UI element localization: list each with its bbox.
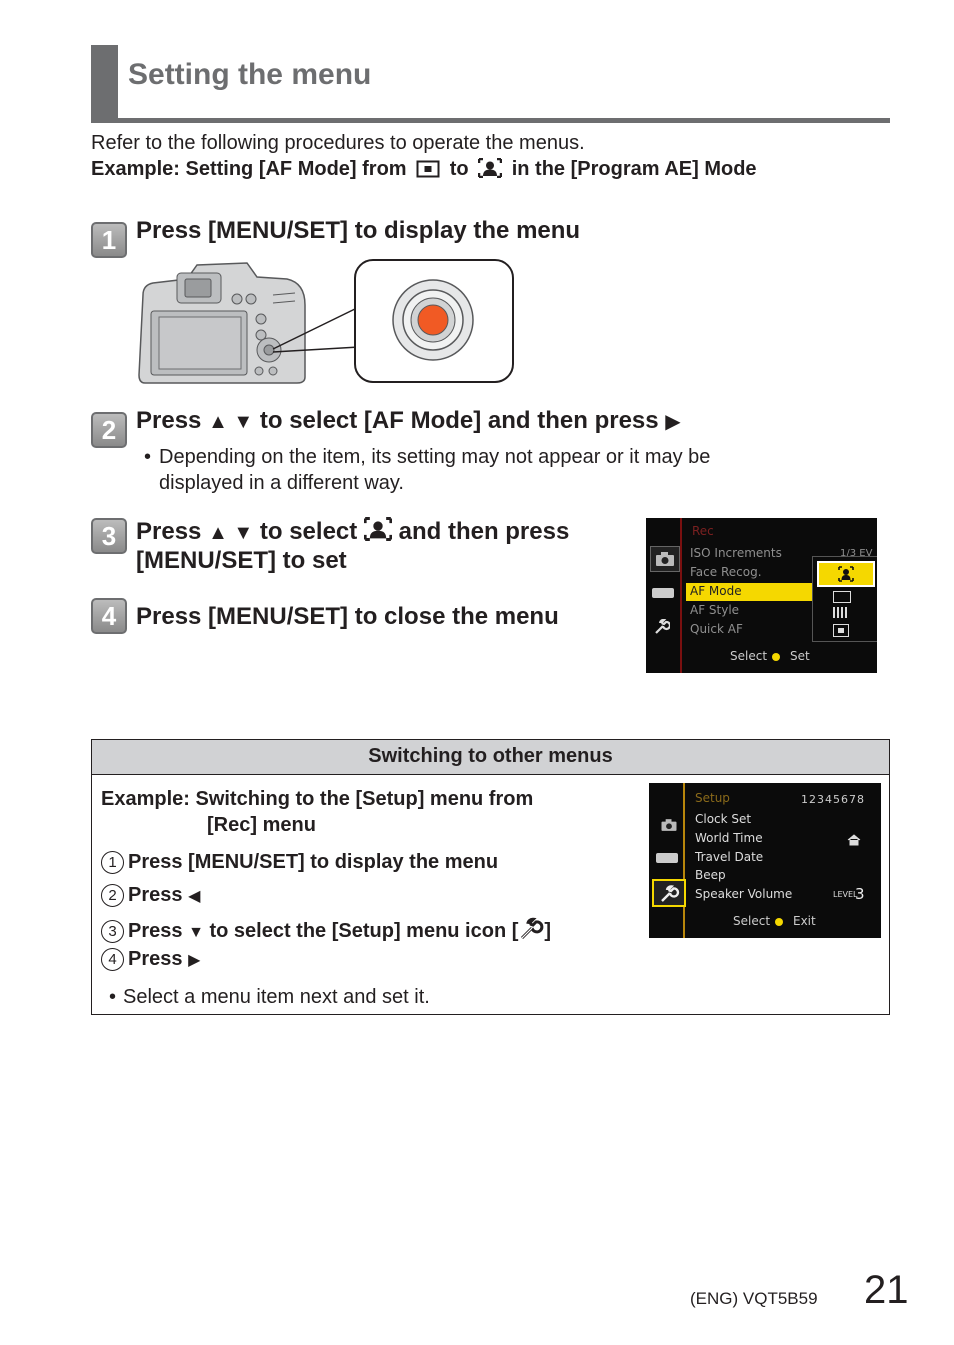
switch-example-line-2: [Rec] menu [207, 814, 316, 836]
switch-step-2-text: Press [128, 884, 183, 906]
rec-menu-screenshot: Rec ISO Increments Face Recog. AF Mode A… [646, 518, 877, 673]
bullet-dot: • [109, 986, 117, 1008]
step-4-badge: 4 [91, 598, 127, 634]
rec-footer-select: Select [730, 649, 768, 663]
wrench-tab-icon [654, 618, 672, 640]
rec-item: AF Style [690, 603, 740, 617]
switching-menus-box [91, 739, 890, 1015]
setup-item: Speaker Volume [695, 887, 793, 901]
step-3-text-b: to select [259, 518, 358, 545]
home-icon [847, 833, 861, 851]
switch-example-line-1: Example: Switching to the [Setup] menu f… [101, 788, 534, 810]
left-arrow-icon: ◀ [188, 888, 201, 905]
up-down-arrow-icon: ▲ ▼ [208, 522, 254, 544]
switch-step-4-text: Press [128, 948, 183, 970]
video-tab-icon [652, 588, 674, 598]
single-area-option-icon [833, 624, 849, 637]
menu-divider [683, 783, 685, 938]
step-3-badge: 3 [91, 518, 127, 554]
page-title: Setting the menu [128, 58, 372, 91]
bullet-dot: • [144, 446, 152, 468]
tracking-option-icon [833, 591, 851, 603]
face-detection-icon [477, 157, 503, 184]
dial-icon [775, 918, 783, 926]
rec-item: Quick AF [690, 622, 743, 636]
step-2-text-a: Press [136, 407, 202, 434]
setup-menu-screenshot: Setup 12345678 Clock Set World Time Trav… [649, 783, 881, 938]
rec-header: Rec [692, 524, 714, 538]
switch-step-1-text: Press [MENU/SET] to display the menu [128, 851, 499, 873]
rec-tab-camera-icon [657, 815, 681, 840]
step-2-note-line-1: Depending on the item, its setting may n… [159, 446, 711, 468]
step-4-heading: Press [MENU/SET] to close the menu [136, 603, 559, 630]
setup-item: Travel Date [695, 850, 764, 864]
step-2-note: Depending on the item, its setting may n… [159, 444, 710, 496]
step-3-heading: Press ▲ ▼ to select and then press [136, 517, 569, 548]
rec-selected-highlight [686, 583, 812, 601]
step-1-heading: Press [MENU/SET] to display the menu [136, 217, 581, 244]
down-arrow-icon: ▼ [188, 924, 204, 941]
step-1-badge: 1 [91, 222, 127, 258]
step-number-circle: 4 [101, 948, 124, 971]
dial-icon [772, 653, 780, 661]
step-number-circle: 2 [101, 884, 124, 907]
document-code: (ENG) VQT5B59 [690, 1289, 818, 1308]
rec-item: Face Recog. [690, 565, 762, 579]
step-2-note-line-2: displayed in a different way. [159, 472, 404, 494]
example-prefix: Example: Setting [AF Mode] from [91, 158, 407, 180]
switch-note: Select a menu item next and set it. [123, 986, 430, 1008]
setup-footer-exit: Exit [793, 914, 816, 928]
rec-footer-set: Set [790, 649, 810, 663]
setup-footer-select: Select [733, 914, 771, 928]
rec-item: ISO Increments [690, 546, 782, 560]
step-3-text-a: Press [136, 518, 202, 545]
rec-right-value: 1/3 EV [840, 548, 873, 559]
step-3-text-c: and then press [398, 518, 570, 545]
face-detection-option [817, 561, 875, 587]
right-arrow-icon: ▶ [665, 411, 681, 433]
setup-tab-selected [652, 879, 686, 907]
switch-step-3-text: Press [128, 920, 183, 942]
example-line: Example: Setting [AF Mode] from to in th… [91, 157, 757, 184]
title-accent-bar [91, 45, 118, 121]
up-down-arrow-icon: ▲ ▼ [208, 411, 254, 433]
right-arrow-icon: ▶ [188, 952, 201, 969]
step-2-text-b: to select [AF Mode] and then press [259, 407, 659, 434]
switch-step-3-text-c: ] [544, 920, 552, 942]
step-number-circle: 1 [101, 851, 124, 874]
example-mid: to [449, 158, 469, 180]
step-2-heading: Press ▲ ▼ to select [AF Mode] and then p… [136, 407, 681, 435]
face-detection-icon [363, 517, 393, 548]
step-3-heading-line-2: [MENU/SET] to set [136, 547, 347, 574]
setup-wrench-icon [518, 917, 544, 947]
setup-page-numbers: 12345678 [801, 793, 865, 806]
rec-tab-camera-icon [650, 546, 680, 572]
setup-item: Clock Set [695, 812, 752, 826]
level-value: 3 [855, 885, 865, 903]
switching-box-header [92, 740, 889, 775]
multi-area-option-icon [833, 607, 849, 618]
rec-item-selected: AF Mode [690, 584, 742, 598]
example-suffix: in the [Program AE] Mode [511, 158, 757, 180]
video-tab-icon [656, 853, 678, 863]
setup-item: World Time [695, 831, 763, 845]
setup-header: Setup [695, 791, 730, 805]
step-2-badge: 2 [91, 412, 127, 448]
intro-text: Refer to the following procedures to ope… [91, 132, 585, 154]
af-options-panel [812, 556, 877, 642]
setup-item: Beep [695, 868, 726, 882]
page-number: 21 [864, 1268, 909, 1312]
camera-back-illustration [137, 255, 517, 392]
switching-box-title: Switching to other menus [368, 745, 613, 767]
single-area-af-icon [416, 160, 440, 184]
switch-step-3-text-b: to select the [Setup] menu icon [ [209, 920, 519, 942]
level-label: LEVEL [833, 890, 858, 899]
menu-divider [680, 518, 682, 673]
step-number-circle: 3 [101, 920, 124, 943]
title-underline [91, 118, 890, 123]
